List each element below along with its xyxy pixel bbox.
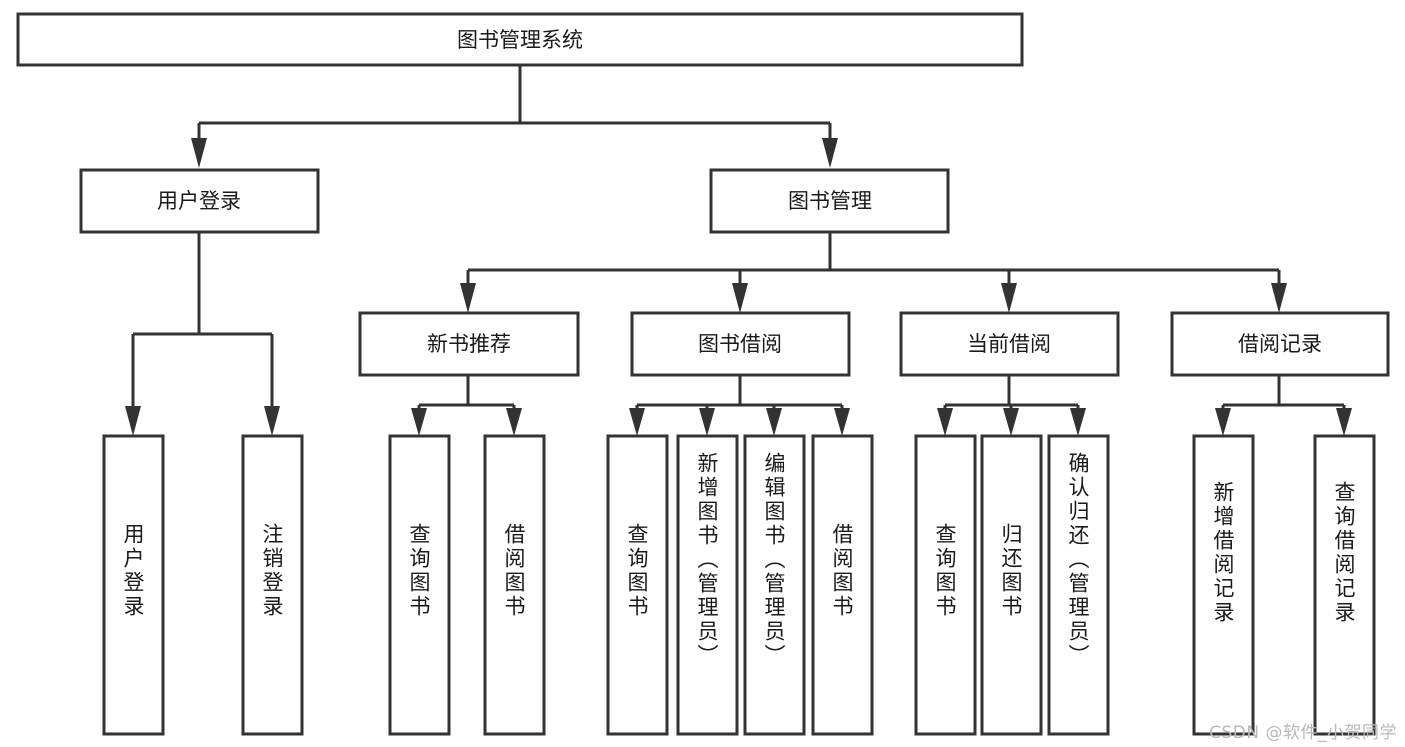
connector-root-to-level2	[191, 65, 838, 168]
node-user-login-label: 用户登录	[157, 189, 241, 213]
arrow-head-br-2	[1336, 408, 1352, 436]
leaf-confirm-return-admin-label: 确认归还（管理员）	[1066, 452, 1090, 668]
arrow-head-br-1	[1215, 408, 1231, 436]
arrow-head-cb-3	[1070, 408, 1086, 436]
connector-borrow-record-to-leaves	[1215, 375, 1352, 436]
arrow-head-user-login-1	[125, 406, 141, 436]
leaf-borrow-book-1-box[interactable]	[483, 434, 546, 736]
node-book-borrow-label: 图书借阅	[698, 332, 782, 356]
leaf-logout-login-box[interactable]	[241, 434, 304, 736]
leaf-return-book-box[interactable]	[980, 434, 1043, 736]
arrow-head-bb-1	[629, 408, 645, 436]
node-current-borrow[interactable]: 当前借阅	[899, 311, 1120, 377]
node-current-borrow-box[interactable]	[899, 311, 1120, 377]
arrow-head-root-2	[822, 138, 838, 168]
leaf-query-borrow-record-box[interactable]	[1313, 434, 1376, 736]
leaf-query-book-2-label: 查询图书	[625, 523, 649, 619]
node-system-root-box[interactable]	[16, 12, 1024, 67]
leaf-logout-login-label: 注销登录	[260, 523, 284, 619]
node-book-management-label: 图书管理	[788, 189, 872, 213]
leaf-query-book-1-box[interactable]	[388, 434, 451, 736]
connector-user-login-to-leaves	[125, 232, 280, 436]
leaf-return-book-label: 归还图书	[999, 523, 1023, 619]
leaf-query-book-1-label: 查询图书	[407, 523, 431, 619]
leaf-query-borrow-record-label: 查询借阅记录	[1332, 481, 1356, 625]
leaf-edit-book-admin-label: 编辑图书（管理员）	[762, 452, 786, 668]
arrow-head-bm-3	[1001, 283, 1017, 313]
leaf-query-book-3-label: 查询图书	[933, 523, 957, 619]
node-user-login-box[interactable]	[79, 168, 320, 234]
arrow-head-nbr-1	[411, 408, 427, 436]
node-book-borrow-box[interactable]	[630, 311, 851, 377]
leaf-borrow-book-2-box[interactable]	[811, 434, 874, 736]
arrow-head-bm-2	[732, 283, 748, 313]
arrow-head-user-login-2	[264, 406, 280, 436]
node-system-root-label: 图书管理系统	[457, 28, 583, 52]
leaf-labels: 用户登录 注销登录 查询图书 借阅图书 查询图书 新增图书（管理员） 编辑图书（…	[121, 452, 1356, 668]
node-new-book-recommend-label: 新书推荐	[427, 332, 511, 356]
node-book-management[interactable]: 图书管理	[709, 168, 950, 234]
leaf-query-book-3-box[interactable]	[914, 434, 977, 736]
leaf-query-book-2-box[interactable]	[606, 434, 669, 736]
node-book-management-box[interactable]	[709, 168, 950, 234]
arrow-head-root-1	[191, 138, 207, 168]
node-system-root[interactable]: 图书管理系统	[16, 12, 1024, 67]
node-new-book-recommend-box[interactable]	[358, 311, 580, 377]
arrow-head-bm-4	[1271, 283, 1287, 313]
csdn-watermark: CSDN @软件_小贺同学	[1209, 723, 1397, 743]
arrow-head-bm-1	[460, 283, 476, 313]
arrow-head-bb-3	[766, 408, 782, 436]
leaf-borrow-book-2-label: 借阅图书	[830, 523, 854, 619]
connector-book-management-to-level3	[460, 232, 1287, 313]
leaf-confirm-return-admin-box[interactable]	[1047, 434, 1110, 736]
arrow-head-nbr-2	[506, 408, 522, 436]
leaf-add-book-admin-box[interactable]	[676, 434, 739, 736]
connector-book-borrow-to-leaves	[629, 375, 850, 436]
node-new-book-recommend[interactable]: 新书推荐	[358, 311, 580, 377]
node-user-login[interactable]: 用户登录	[79, 168, 320, 234]
connector-current-borrow-to-leaves	[937, 375, 1086, 436]
arrow-head-cb-1	[937, 408, 953, 436]
leaf-user-login-label: 用户登录	[121, 523, 145, 619]
leaf-add-borrow-record-box[interactable]	[1192, 434, 1255, 736]
leaf-borrow-book-1-label: 借阅图书	[502, 523, 526, 619]
connector-new-book-recommend-to-leaves	[411, 375, 522, 436]
node-book-borrow[interactable]: 图书借阅	[630, 311, 851, 377]
node-borrow-record[interactable]: 借阅记录	[1170, 311, 1390, 377]
leaf-add-borrow-record-label: 新增借阅记录	[1211, 481, 1235, 625]
leaf-boxes	[102, 434, 1376, 736]
leaf-add-book-admin-label: 新增图书（管理员）	[695, 452, 719, 668]
node-borrow-record-label: 借阅记录	[1238, 332, 1322, 356]
node-current-borrow-label: 当前借阅	[967, 332, 1051, 356]
leaf-edit-book-admin-box[interactable]	[743, 434, 806, 736]
arrow-head-cb-2	[1003, 408, 1019, 436]
arrow-head-bb-2	[699, 408, 715, 436]
arrow-head-bb-4	[834, 408, 850, 436]
node-borrow-record-box[interactable]	[1170, 311, 1390, 377]
leaf-user-login-box[interactable]	[102, 434, 165, 736]
